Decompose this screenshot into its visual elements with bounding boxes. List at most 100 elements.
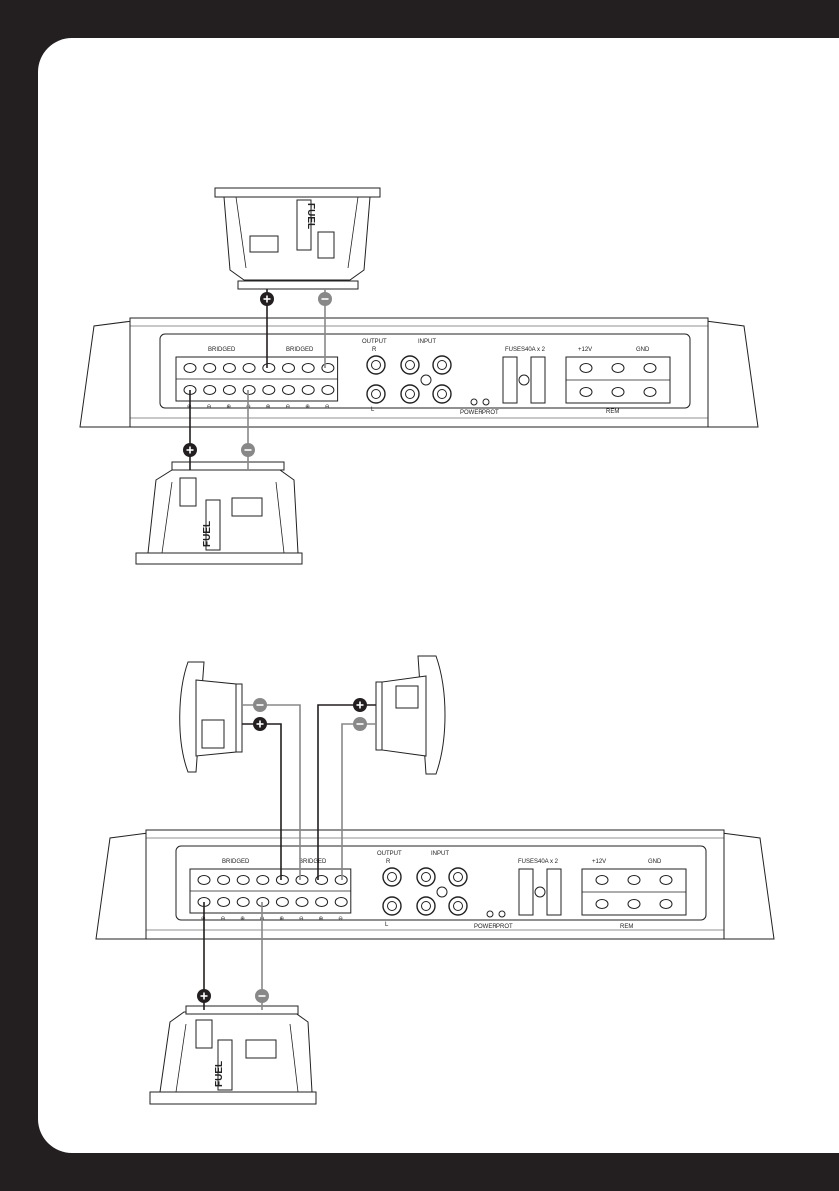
speaker-logo: FUEL [202, 521, 213, 547]
power-label: POWER [474, 924, 497, 930]
terminal-screw [237, 898, 249, 907]
terminal-screw [184, 364, 196, 373]
terminal-screw [322, 386, 334, 395]
power-label: POWER [460, 410, 483, 416]
minus-polarity-icon: ⊖ [286, 404, 291, 410]
plus-polarity-icon [353, 698, 367, 712]
output-label: OUTPUT [362, 339, 387, 345]
terminal-screw [263, 386, 275, 395]
terminal-screw [204, 364, 216, 373]
speaker-logo: FUEL [305, 203, 316, 229]
minus-polarity-icon: ⊖ [221, 916, 226, 922]
terminal-screw [580, 388, 592, 397]
terminal-screw [263, 364, 275, 373]
terminal-screw [204, 386, 216, 395]
terminal-screw [296, 876, 308, 885]
screw-icon [421, 375, 431, 385]
plus-polarity-icon [253, 717, 267, 731]
terminal-screw [223, 364, 235, 373]
bridged-label-right: BRIDGED [299, 859, 327, 865]
minus-polarity-icon: ⊖ [325, 404, 330, 410]
output-r-label: R [372, 347, 377, 353]
terminal-screw [580, 364, 592, 373]
fuse-rating-label: 40A x 2 [538, 859, 559, 865]
bridged-label-left: BRIDGED [208, 347, 236, 353]
speaker-right [376, 656, 445, 774]
terminal-screw [335, 898, 347, 907]
terminal-screw [302, 364, 314, 373]
terminal-screw [218, 876, 230, 885]
terminal-screw [628, 900, 640, 909]
plus12v-label: +12V [592, 859, 606, 865]
plus-polarity-icon [197, 989, 211, 1003]
terminal-screw [218, 898, 230, 907]
terminal-screw [612, 388, 624, 397]
gnd-label: GND [636, 347, 650, 353]
plus-polarity-icon: ⊕ [240, 916, 245, 922]
fuse [519, 869, 533, 915]
terminal-screw [316, 898, 328, 907]
power-led [471, 399, 477, 405]
subwoofer-top: FUEL [215, 188, 380, 289]
minus-polarity-icon [353, 717, 367, 731]
output-label: OUTPUT [377, 851, 402, 857]
terminal-screw [257, 876, 269, 885]
fuse [531, 357, 545, 403]
terminal-screw [276, 876, 288, 885]
input-label: INPUT [418, 339, 436, 345]
terminal-screw [612, 364, 624, 373]
rem-label: REM [606, 409, 619, 415]
prot-label: PROT [496, 924, 513, 930]
screw-icon [437, 887, 447, 897]
plus-polarity-icon [260, 292, 274, 306]
terminal-screw [596, 876, 608, 885]
minus-polarity-icon: ⊖ [338, 916, 343, 922]
prot-led [483, 399, 489, 405]
prot-led [499, 911, 505, 917]
screw-icon [535, 887, 545, 897]
terminal-screw [628, 876, 640, 885]
terminal-screw [322, 364, 334, 373]
terminal-screw [296, 898, 308, 907]
prot-label: PROT [482, 410, 499, 416]
terminal-screw [283, 386, 295, 395]
fuse-rating-label: 40A x 2 [525, 347, 546, 353]
terminal-screw [596, 900, 608, 909]
minus-polarity-icon [253, 698, 267, 712]
minus-polarity-icon [318, 292, 332, 306]
fuse [503, 357, 517, 403]
terminal-screw [644, 388, 656, 397]
minus-polarity-icon: ⊖ [299, 916, 304, 922]
screw-icon [519, 375, 529, 385]
subwoofer-bottom: FUEL [150, 1006, 316, 1104]
plus-polarity-icon: ⊕ [305, 404, 310, 410]
terminal-screw [276, 898, 288, 907]
output-r-label: R [386, 859, 391, 865]
plus-polarity-icon: ⊕ [279, 916, 284, 922]
subwoofer-mid: FUEL [136, 462, 302, 564]
fuse [547, 869, 561, 915]
minus-polarity-icon [241, 443, 255, 457]
plus-polarity-icon: ⊕ [226, 404, 231, 410]
terminal-screw [243, 364, 255, 373]
terminal-screw [660, 900, 672, 909]
speaker-left [180, 662, 242, 772]
plus-polarity-icon [183, 443, 197, 457]
terminal-screw [198, 876, 210, 885]
plus-polarity-icon: ⊕ [319, 916, 324, 922]
bridged-label-left: BRIDGED [222, 859, 250, 865]
terminal-screw [283, 364, 295, 373]
terminal-screw [660, 876, 672, 885]
minus-polarity-icon: ⊖ [207, 404, 212, 410]
fuses-label: FUSES [505, 347, 525, 353]
terminal-screw [302, 386, 314, 395]
plus-polarity-icon: ⊕ [266, 404, 271, 410]
rem-label: REM [620, 924, 633, 930]
terminal-screw [223, 386, 235, 395]
plus12v-label: +12V [578, 347, 592, 353]
input-label: INPUT [431, 851, 449, 857]
terminal-screw [644, 364, 656, 373]
power-led [487, 911, 493, 917]
terminal-screw [243, 386, 255, 395]
